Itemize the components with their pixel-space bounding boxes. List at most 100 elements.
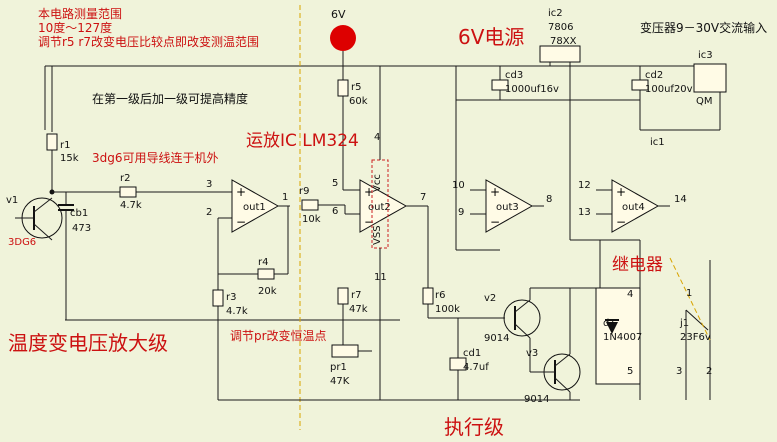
- svg-text:−: −: [616, 215, 626, 229]
- out3-label: out3: [496, 202, 519, 213]
- ic1-label: ic1: [650, 137, 665, 148]
- title-exec-stage: 执行级: [444, 415, 504, 439]
- resistor-r2: [119, 186, 137, 198]
- opamp-out3: [485, 179, 534, 233]
- svg-text:6: 6: [332, 206, 338, 217]
- v3-label: v3: [526, 348, 538, 359]
- cd1-label: cd1: [463, 348, 481, 359]
- note-range-values: 10度～127度: [38, 20, 112, 35]
- bridge-ic3: [693, 63, 727, 93]
- svg-text:1: 1: [282, 192, 288, 203]
- supply-6v-label: 6V: [331, 8, 346, 21]
- out2-label: out2: [368, 202, 391, 213]
- out1-label: out1: [243, 202, 266, 213]
- svg-text:13: 13: [578, 207, 591, 218]
- cd2-label: cd2: [645, 70, 663, 81]
- resistor-r4: [257, 268, 275, 280]
- r1-label: r1: [60, 140, 70, 151]
- ic2-type: 7806: [548, 22, 573, 33]
- j1-value: 23F6v: [680, 332, 711, 343]
- title-amp-stage: 温度变电压放大级: [8, 331, 168, 355]
- svg-text:−: −: [236, 215, 246, 229]
- resistor-r6: [422, 287, 434, 305]
- ic2-label: ic2: [548, 8, 563, 19]
- potentiometer-pr1: [331, 344, 359, 358]
- v2-label: v2: [484, 293, 496, 304]
- relay-contact-j1: [685, 309, 709, 331]
- r5-value: 60k: [349, 96, 368, 107]
- resistor-r5: [337, 79, 349, 97]
- svg-text:5: 5: [627, 366, 633, 377]
- title-power: 6V电源: [458, 25, 524, 49]
- svg-text:10: 10: [452, 180, 465, 191]
- regulator-ic2: [539, 45, 581, 63]
- resistor-r7: [337, 287, 349, 305]
- svg-text:+: +: [236, 185, 246, 199]
- r4-value: 20k: [258, 286, 277, 297]
- svg-text:+: +: [616, 185, 626, 199]
- svg-text:2: 2: [206, 207, 212, 218]
- transistor-v2: [503, 299, 541, 337]
- note-range-adjust: 调节r5 r7改变电压比较点即改变测温范围: [38, 34, 259, 49]
- svg-text:+: +: [490, 185, 500, 199]
- svg-text:1: 1: [686, 288, 692, 299]
- note-range-title: 本电路测量范围: [38, 6, 122, 21]
- note-dg6: 3dg6可用导线连于机外: [92, 150, 219, 165]
- svg-text:14: 14: [674, 194, 687, 205]
- r6-label: r6: [435, 290, 445, 301]
- svg-text:9: 9: [458, 207, 464, 218]
- note-pr-adjust: 调节pr改变恒温点: [230, 328, 327, 343]
- svg-text:3: 3: [676, 366, 682, 377]
- note-precision: 在第一级后加一级可提高精度: [92, 91, 248, 106]
- r1-value: 15k: [60, 153, 79, 164]
- diode-d1: [606, 322, 618, 334]
- relay-coil-box: [595, 287, 641, 385]
- r9-label: r9: [299, 186, 309, 197]
- r7-label: r7: [351, 290, 361, 301]
- title-relay: 继电器: [612, 255, 663, 275]
- pr1-label: pr1: [330, 362, 347, 373]
- svg-text:4: 4: [627, 289, 633, 300]
- opamp-out1: [231, 179, 280, 233]
- out4-label: out4: [622, 202, 645, 213]
- svg-text:2: 2: [706, 366, 712, 377]
- pr1-value: 47K: [330, 376, 350, 387]
- svg-text:−: −: [364, 215, 374, 229]
- supply-6v-dot: [330, 25, 356, 51]
- resistor-r3: [212, 289, 224, 307]
- svg-text:5: 5: [332, 178, 338, 189]
- r2-value: 4.7k: [120, 200, 142, 211]
- r6-value: 100k: [435, 304, 460, 315]
- title-transformer: 变压器9－30V交流输入: [640, 20, 767, 35]
- svg-text:+: +: [364, 185, 374, 199]
- r2-label: r2: [120, 173, 130, 184]
- r9-value: 10k: [302, 214, 321, 225]
- title-opamp: 运放IC LM324: [246, 131, 359, 151]
- svg-text:3: 3: [206, 179, 212, 190]
- cd3-label: cd3: [505, 70, 523, 81]
- r4-label: r4: [258, 257, 268, 268]
- cd3-value: 1000uf16v: [505, 84, 559, 95]
- r3-value: 4.7k: [226, 306, 248, 317]
- d1-label: d1: [603, 318, 616, 329]
- v2-type: 9014: [484, 333, 509, 344]
- vcc-label: Vcc: [372, 174, 383, 192]
- v1-type: 3DG6: [8, 237, 36, 248]
- svg-text:12: 12: [578, 180, 591, 191]
- svg-text:4: 4: [374, 132, 380, 143]
- j1-label: j1: [679, 318, 689, 329]
- cb1-label: cb1: [70, 208, 88, 219]
- r7-value: 47k: [349, 304, 368, 315]
- r5-label: r5: [351, 82, 361, 93]
- ic2-sub: 78XX: [550, 36, 577, 47]
- svg-text:8: 8: [546, 194, 552, 205]
- cd1-value: 4.7uf: [463, 362, 489, 373]
- svg-text:7: 7: [420, 192, 426, 203]
- vss-label: VSS: [372, 225, 383, 245]
- opamp-out4: [611, 179, 660, 233]
- v3-type: 9014: [524, 394, 549, 405]
- v1-label: v1: [6, 195, 18, 206]
- svg-text:11: 11: [374, 272, 387, 283]
- cd2-value: 100uf20v: [645, 84, 693, 95]
